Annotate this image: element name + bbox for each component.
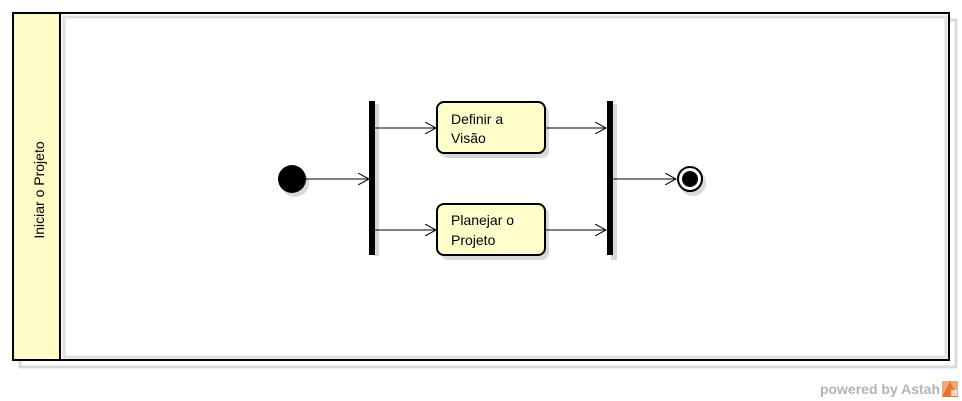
- activity-planejar-line-2: Projeto: [451, 232, 496, 248]
- watermark-text: powered by Astah: [819, 381, 940, 397]
- activity-definir-line-2: Visão: [451, 130, 486, 146]
- final-node-core: [682, 171, 698, 187]
- join-bar-shadow: [611, 104, 617, 260]
- activity-planejar-line-1: Planejar o: [451, 212, 514, 228]
- join-bar: [607, 101, 613, 255]
- astah-logo-icon: [942, 381, 958, 397]
- fork-bar-shadow: [373, 104, 379, 256]
- swimlane-label: Iniciar o Projeto: [31, 141, 47, 238]
- activity-definir-line-1: Definir a: [451, 111, 503, 127]
- swimlane-header: [12, 12, 61, 361]
- swimlane-inner-shadow: [62, 15, 948, 359]
- swimlane-frame: [12, 12, 950, 361]
- initial-node: [278, 165, 306, 193]
- astah-watermark: powered by Astah: [820, 381, 958, 397]
- fork-bar: [369, 101, 375, 255]
